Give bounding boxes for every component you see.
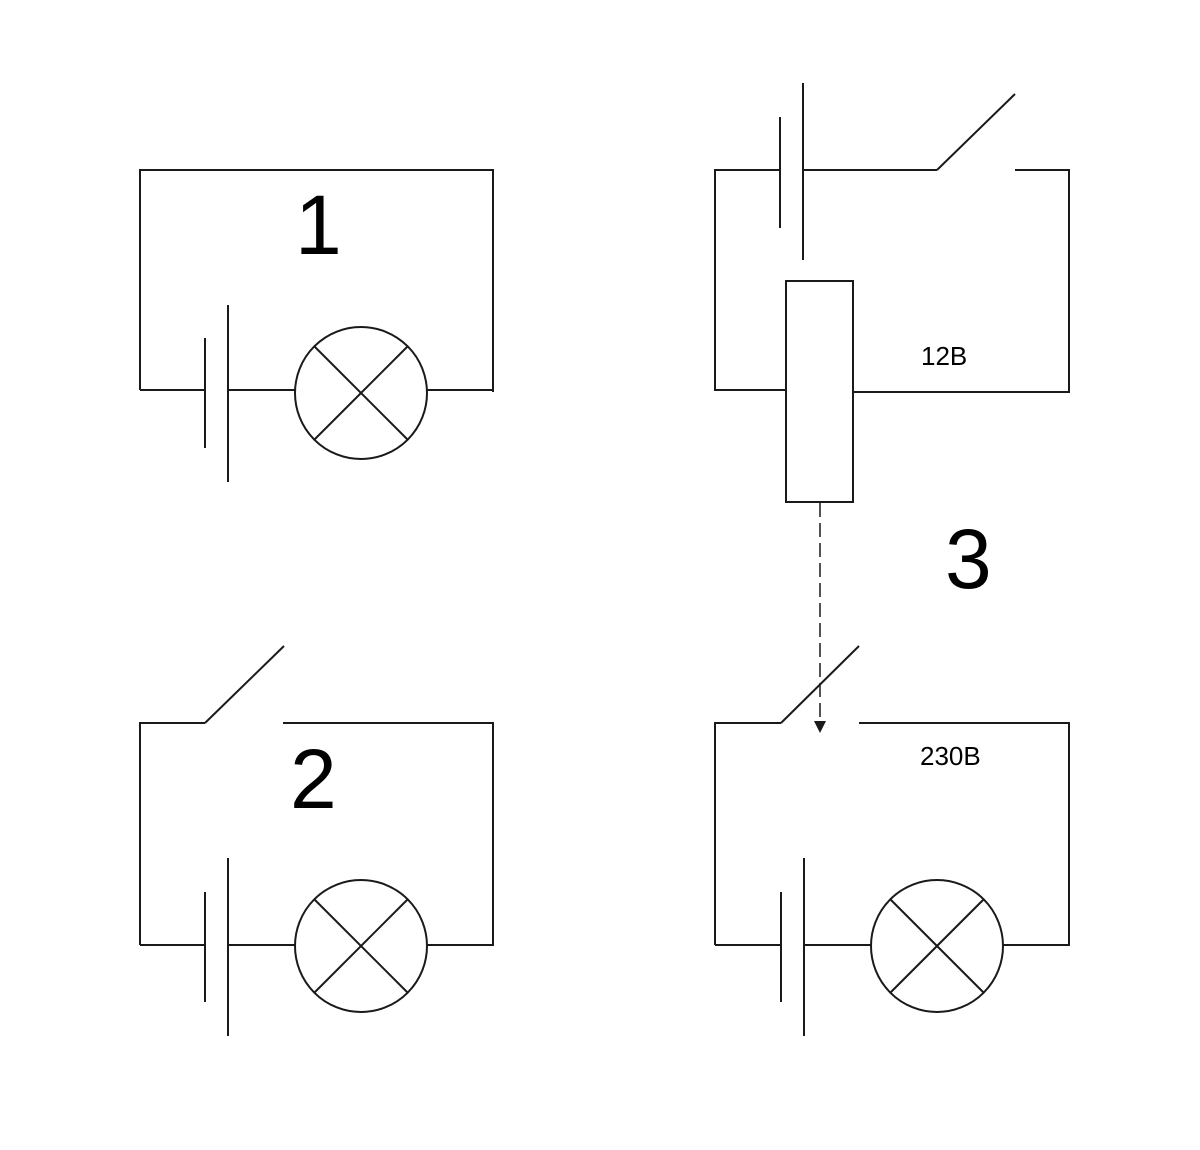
load-wire-right <box>859 722 1070 946</box>
relay-coil-icon <box>785 280 854 503</box>
battery-icon <box>204 305 229 482</box>
load-wire-left <box>714 722 781 945</box>
circuit-1-label: 1 <box>295 178 342 272</box>
battery-icon <box>780 858 805 1036</box>
circuit-3-label: 3 <box>945 512 992 606</box>
switch-icon <box>204 645 285 724</box>
control-voltage-label: 12B <box>921 341 967 371</box>
battery-icon <box>204 858 229 1036</box>
load-voltage-label: 230B <box>920 741 981 771</box>
load-circuit: 230B <box>714 645 1070 1036</box>
circuit-2-wire-right <box>283 722 494 946</box>
control-circuit: 12B <box>714 83 1070 503</box>
control-wire-right <box>853 169 1070 393</box>
lamp-icon <box>294 879 428 1013</box>
battery-icon <box>779 83 804 260</box>
circuit-2-wire-left <box>139 722 205 945</box>
circuit-2-label: 2 <box>290 732 337 826</box>
switch-icon <box>936 93 1016 171</box>
lamp-icon <box>870 879 1004 1013</box>
circuit-1-wire <box>139 169 494 392</box>
circuit-3: 12B 230B <box>714 83 1070 1036</box>
lamp-icon <box>294 326 428 460</box>
circuit-2: 2 <box>139 645 494 1036</box>
control-wire-left <box>714 169 786 391</box>
circuit-1: 1 <box>139 169 494 482</box>
switch-icon <box>780 645 860 724</box>
